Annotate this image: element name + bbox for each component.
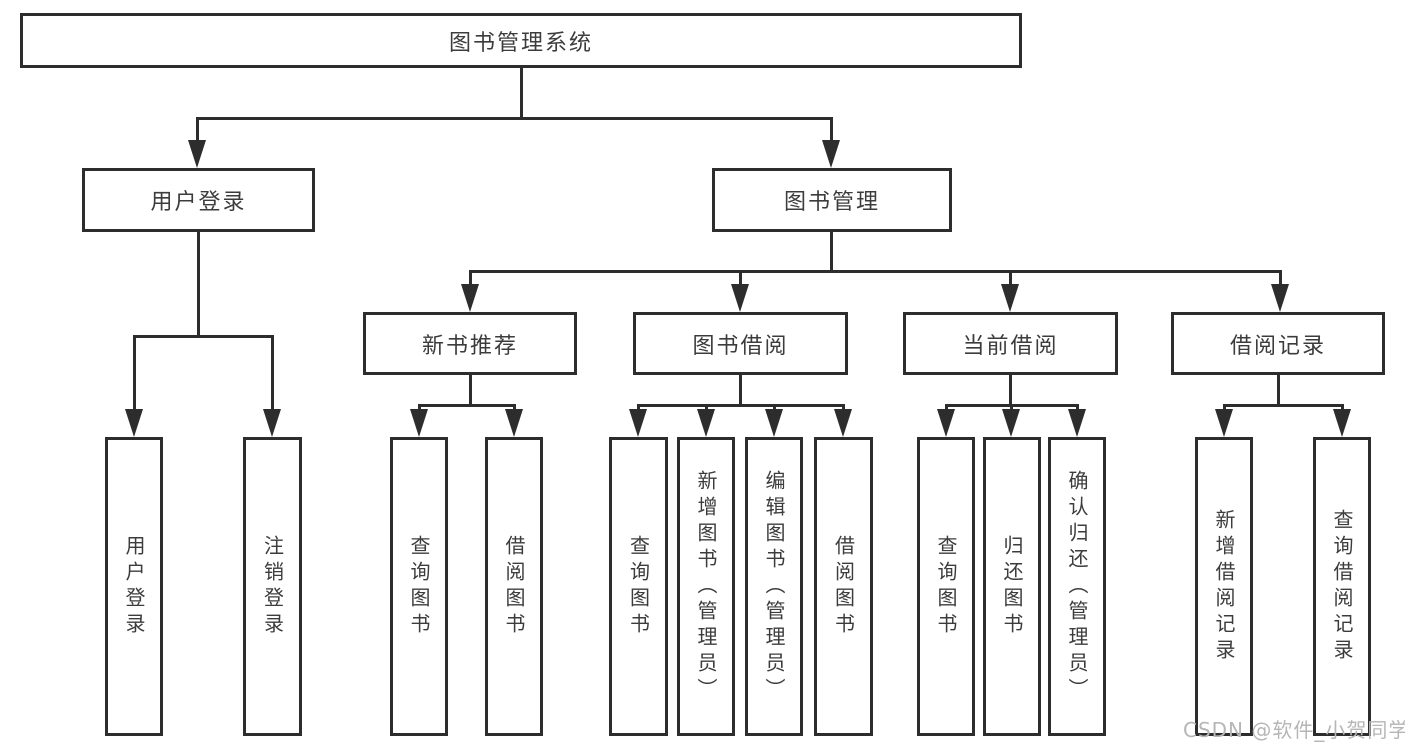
arrow-down-icon xyxy=(125,409,143,437)
connector-line xyxy=(418,404,421,412)
arrow-down-icon xyxy=(731,284,749,312)
node-book-borrowing: 图书借阅 xyxy=(633,312,848,375)
connector-line xyxy=(1223,404,1226,412)
arrow-down-icon xyxy=(1002,409,1020,437)
connector-line xyxy=(469,270,1282,273)
arrow-down-icon xyxy=(1001,284,1019,312)
connector-line xyxy=(739,270,742,287)
arrow-down-icon xyxy=(834,409,852,437)
connector-line xyxy=(773,404,776,412)
connector-line xyxy=(1076,404,1079,412)
node-current-borrowing: 当前借阅 xyxy=(903,312,1118,375)
connector-line xyxy=(1223,404,1344,407)
connector-line xyxy=(1010,404,1013,412)
node-new-book-recommendation: 新书推荐 xyxy=(363,312,577,375)
connector-line xyxy=(520,68,523,119)
leaf-query-borrow-record: 查询借阅记录 xyxy=(1313,437,1371,736)
connector-line xyxy=(842,404,845,412)
connector-line xyxy=(469,270,472,287)
arrow-down-icon xyxy=(505,409,523,437)
arrow-down-icon xyxy=(410,409,428,437)
connector-line xyxy=(1009,375,1012,406)
connector-line xyxy=(945,404,948,412)
connector-line xyxy=(739,375,742,406)
leaf-borrow-books: 借阅图书 xyxy=(814,437,873,736)
arrow-down-icon xyxy=(188,140,206,168)
connector-line xyxy=(637,404,640,412)
connector-line xyxy=(418,404,516,407)
connector-line xyxy=(469,375,472,406)
arrow-down-icon xyxy=(1215,409,1233,437)
connector-line xyxy=(637,404,845,407)
csdn-watermark: CSDN @软件_小贺同学 xyxy=(1183,718,1405,742)
connector-line xyxy=(196,117,199,142)
leaf-user-login: 用户登录 xyxy=(105,437,163,736)
leaf-query-books-borrow: 查询图书 xyxy=(609,437,668,736)
leaf-add-books-admin: 新增图书（管理员） xyxy=(677,437,735,736)
node-user-login: 用户登录 xyxy=(82,168,315,232)
arrow-down-icon xyxy=(263,409,281,437)
connector-line xyxy=(1277,375,1280,406)
connector-line xyxy=(1341,404,1344,412)
arrow-down-icon xyxy=(461,284,479,312)
arrow-down-icon xyxy=(1333,409,1351,437)
node-book-management: 图书管理 xyxy=(712,168,952,232)
node-borrowing-records: 借阅记录 xyxy=(1171,312,1385,375)
arrow-down-icon xyxy=(629,409,647,437)
arrow-down-icon xyxy=(822,140,840,168)
connector-line xyxy=(271,335,274,411)
leaf-edit-books-admin: 编辑图书（管理员） xyxy=(745,437,803,736)
leaf-add-borrow-record: 新增借阅记录 xyxy=(1195,437,1253,736)
arrow-down-icon xyxy=(1271,284,1289,312)
arrow-down-icon xyxy=(765,409,783,437)
leaf-query-books-current: 查询图书 xyxy=(917,437,975,736)
connector-line xyxy=(513,404,516,412)
leaf-borrow-books-recommend: 借阅图书 xyxy=(485,437,543,736)
connector-line xyxy=(830,117,833,142)
connector-line xyxy=(1009,270,1012,287)
connector-line xyxy=(830,232,833,272)
connector-line xyxy=(197,232,200,337)
leaf-return-books: 归还图书 xyxy=(983,437,1041,736)
connector-line xyxy=(133,335,274,338)
arrow-down-icon xyxy=(937,409,955,437)
arrow-down-icon xyxy=(1068,409,1086,437)
connector-line xyxy=(196,117,833,120)
leaf-query-books-recommend: 查询图书 xyxy=(390,437,448,736)
arrow-down-icon xyxy=(697,409,715,437)
connector-line xyxy=(705,404,708,412)
node-library-management-system: 图书管理系统 xyxy=(20,13,1022,68)
leaf-logout: 注销登录 xyxy=(243,437,302,736)
leaf-confirm-return-admin: 确认归还（管理员） xyxy=(1048,437,1106,736)
connector-line xyxy=(1279,270,1282,287)
connector-line xyxy=(133,335,136,411)
